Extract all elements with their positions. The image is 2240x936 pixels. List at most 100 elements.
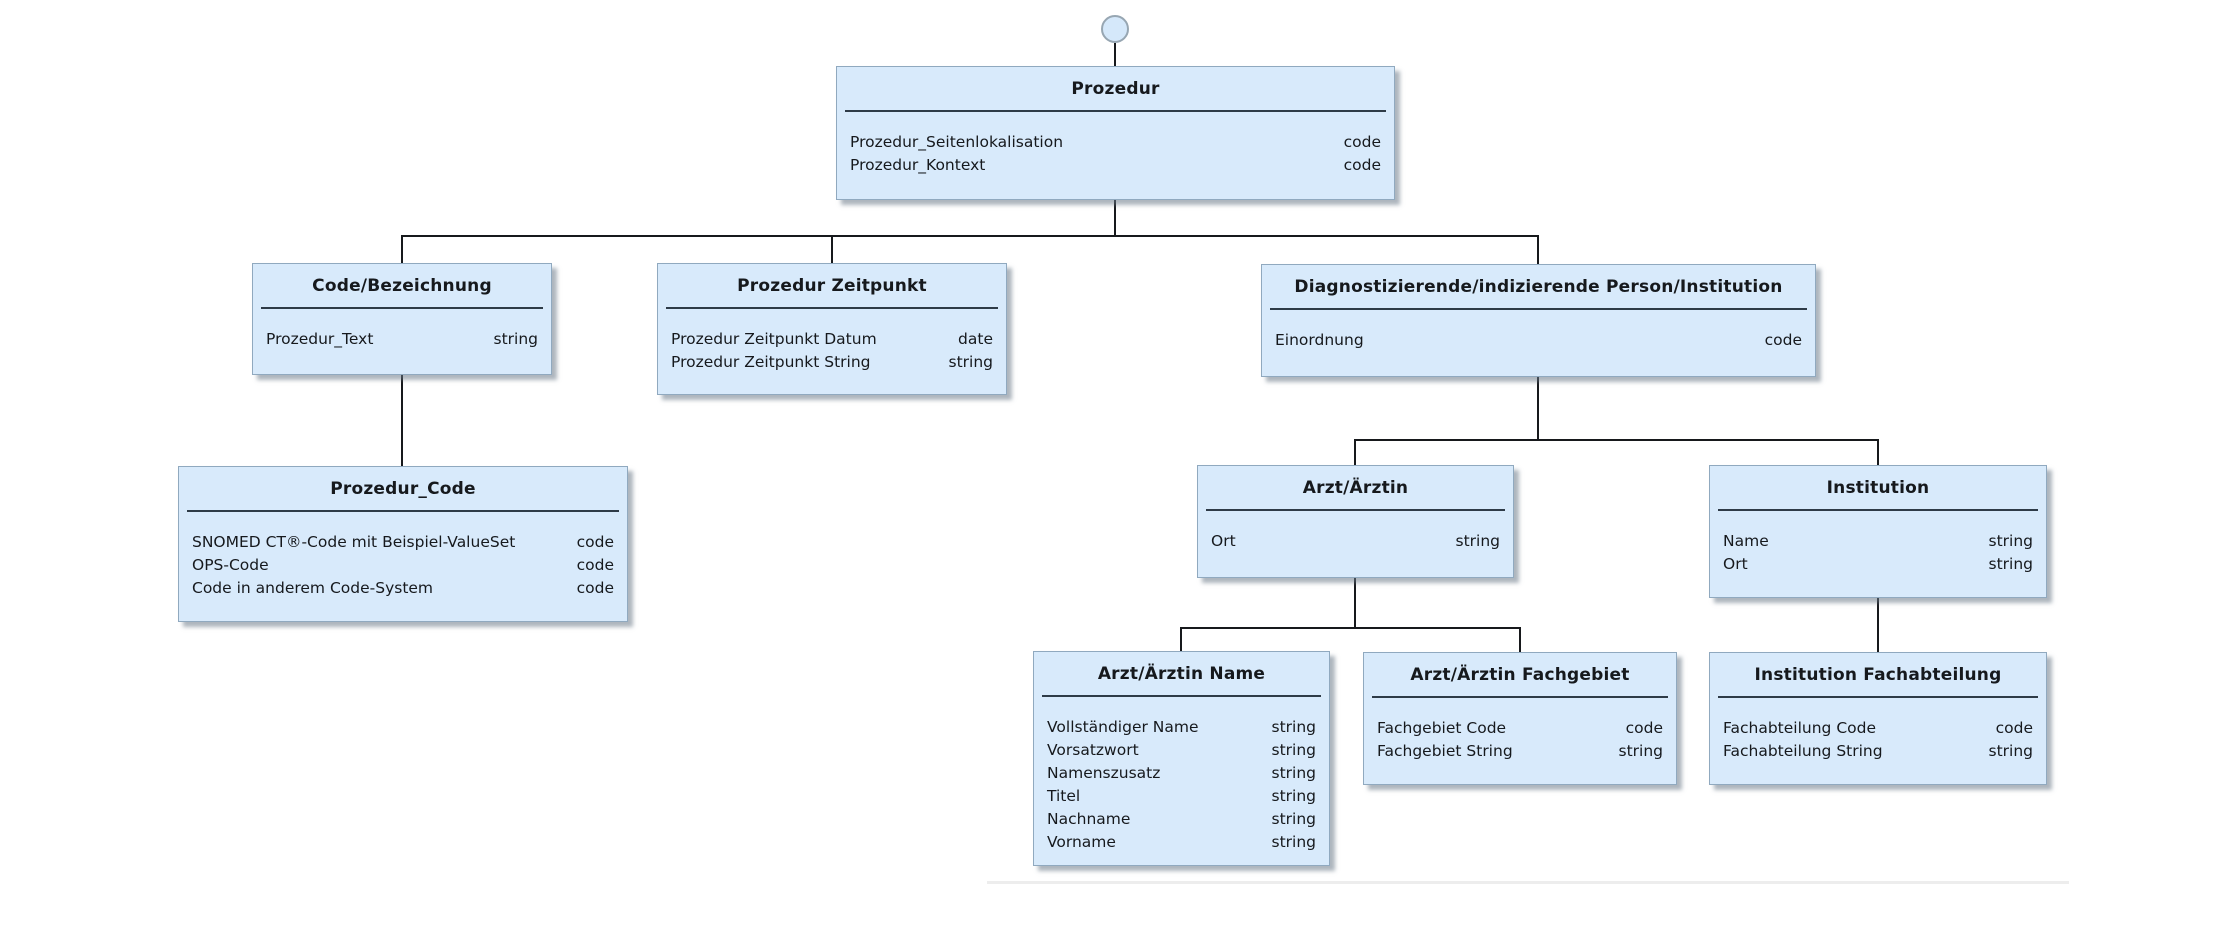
attribute-name: Fachabteilung Code (1723, 719, 1876, 737)
attribute-type: string (1271, 787, 1317, 805)
entity-box-institution-fachabteilung[interactable]: Institution Fachabteilung Fachabteilung … (1709, 652, 2047, 785)
attribute-type: string (1271, 764, 1317, 782)
connector-drop-prozedur-zeitpunkt (831, 235, 833, 263)
title-separator (1718, 509, 2038, 511)
connector-drop-institution (1877, 439, 1879, 465)
attribute-name: Vollständiger Name (1047, 718, 1199, 736)
connector-arzt-bottom-stem (1354, 578, 1356, 629)
attribute-name: Fachgebiet String (1377, 742, 1513, 760)
entity-title: Institution Fachabteilung (1754, 664, 2002, 685)
bottom-section-divider (987, 881, 2069, 884)
entity-title: Prozedur_Code (330, 478, 476, 499)
attribute-list: SNOMED CT®-Code mit Beispiel-ValueSet co… (179, 531, 627, 600)
entity-box-arzt-aerztin[interactable]: Arzt/Ärztin Ort string (1197, 465, 1514, 578)
tree-root-circle (1101, 15, 1129, 43)
attribute-list: Name string Ort string (1710, 530, 2046, 576)
attribute-type: code (576, 533, 614, 551)
attribute-type: code (1995, 719, 2033, 737)
entity-box-institution[interactable]: Institution Name string Ort string (1709, 465, 2047, 598)
entity-box-prozedur-code[interactable]: Prozedur_Code SNOMED CT®-Code mit Beispi… (178, 466, 628, 622)
attribute-row: Fachabteilung String string (1710, 740, 2046, 763)
attribute-type: code (1764, 331, 1802, 349)
connector-rail-level3 (1180, 627, 1521, 629)
attribute-name: Titel (1047, 787, 1081, 805)
attribute-type: string (1271, 833, 1317, 851)
attribute-name: OPS-Code (192, 556, 269, 574)
attribute-type: code (1343, 133, 1381, 151)
connector-drop-arzt-fachgebiet (1519, 627, 1521, 652)
attribute-type: string (493, 330, 539, 348)
title-separator (187, 510, 619, 512)
attribute-name: Namenszusatz (1047, 764, 1161, 782)
attribute-row: Vorsatzwort string (1034, 739, 1329, 762)
title-separator (845, 110, 1386, 112)
attribute-name: Ort (1723, 555, 1748, 573)
attribute-name: Ort (1211, 532, 1236, 550)
attribute-name: Fachgebiet Code (1377, 719, 1507, 737)
attribute-row: Prozedur_Seitenlokalisation code (837, 131, 1394, 154)
attribute-type: string (1455, 532, 1501, 550)
attribute-row: Prozedur Zeitpunkt Datum date (658, 328, 1006, 351)
attribute-list: Einordnung code (1262, 329, 1815, 352)
entity-box-code-bezeichnung[interactable]: Code/Bezeichnung Prozedur_Text string (252, 263, 552, 375)
attribute-name: Vorsatzwort (1047, 741, 1139, 759)
attribute-row: Ort string (1198, 530, 1513, 553)
title-separator (1372, 696, 1668, 698)
attribute-list: Ort string (1198, 530, 1513, 553)
entity-title: Arzt/Ärztin (1302, 477, 1409, 498)
title-separator (1718, 696, 2038, 698)
entity-title: Prozedur Zeitpunkt (737, 275, 927, 296)
attribute-row: Ort string (1710, 553, 2046, 576)
entity-box-diagnostizierende-person-institution[interactable]: Diagnostizierende/indizierende Person/In… (1261, 264, 1816, 377)
attribute-row: Prozedur_Text string (253, 328, 551, 351)
entity-title: Arzt/Ärztin Fachgebiet (1410, 664, 1630, 685)
attribute-list: Prozedur_Seitenlokalisation code Prozedu… (837, 131, 1394, 177)
attribute-type: string (1988, 555, 2034, 573)
attribute-row: Einordnung code (1262, 329, 1815, 352)
attribute-name: Prozedur Zeitpunkt Datum (671, 330, 877, 348)
connector-drop-arzt-name (1180, 627, 1182, 651)
entity-box-prozedur-zeitpunkt[interactable]: Prozedur Zeitpunkt Prozedur Zeitpunkt Da… (657, 263, 1007, 395)
attribute-type: string (1271, 718, 1317, 736)
attribute-row: Fachabteilung Code code (1710, 717, 2046, 740)
attribute-name: Prozedur Zeitpunkt String (671, 353, 871, 371)
connector-root-stem (1114, 43, 1116, 67)
entity-title: Prozedur (1071, 78, 1160, 99)
attribute-row: Fachgebiet Code code (1364, 717, 1676, 740)
title-separator (1206, 509, 1505, 511)
entity-title: Code/Bezeichnung (312, 275, 492, 296)
attribute-type: string (1618, 742, 1664, 760)
attribute-row: Prozedur_Kontext code (837, 154, 1394, 177)
connector-drop-code-bezeichnung (401, 235, 403, 263)
entity-box-arzt-aerztin-name[interactable]: Arzt/Ärztin Name Vollständiger Name stri… (1033, 651, 1330, 866)
attribute-row: OPS-Code code (179, 554, 627, 577)
entity-title: Arzt/Ärztin Name (1097, 663, 1266, 684)
attribute-row: Titel string (1034, 785, 1329, 808)
title-separator (1042, 695, 1321, 697)
title-separator (261, 307, 543, 309)
attribute-name: Nachname (1047, 810, 1131, 828)
attribute-row: Vollständiger Name string (1034, 716, 1329, 739)
connector-institution-fachabteilung (1877, 598, 1879, 652)
connector-diagnostizierende-bottom-stem (1537, 377, 1539, 441)
attribute-type: string (1271, 741, 1317, 759)
attribute-row: Prozedur Zeitpunkt String string (658, 351, 1006, 374)
attribute-name: Fachabteilung String (1723, 742, 1883, 760)
attribute-row: Fachgebiet String string (1364, 740, 1676, 763)
attribute-type: string (1988, 532, 2034, 550)
attribute-list: Fachgebiet Code code Fachgebiet String s… (1364, 717, 1676, 763)
attribute-type: date (958, 330, 993, 348)
title-separator (1270, 308, 1807, 310)
attribute-row: Code in anderem Code-System code (179, 577, 627, 600)
attribute-type: code (576, 556, 614, 574)
connector-rail-level2 (1354, 439, 1879, 441)
connector-codebezeichnung-prozedurcode (401, 375, 403, 466)
entity-box-prozedur[interactable]: Prozedur Prozedur_Seitenlokalisation cod… (836, 66, 1395, 200)
attribute-row: Namenszusatz string (1034, 762, 1329, 785)
attribute-list: Prozedur Zeitpunkt Datum date Prozedur Z… (658, 328, 1006, 374)
entity-box-arzt-aerztin-fachgebiet[interactable]: Arzt/Ärztin Fachgebiet Fachgebiet Code c… (1363, 652, 1677, 785)
attribute-list: Fachabteilung Code code Fachabteilung St… (1710, 717, 2046, 763)
connector-rail-level1 (401, 235, 1539, 237)
attribute-type: code (1625, 719, 1663, 737)
